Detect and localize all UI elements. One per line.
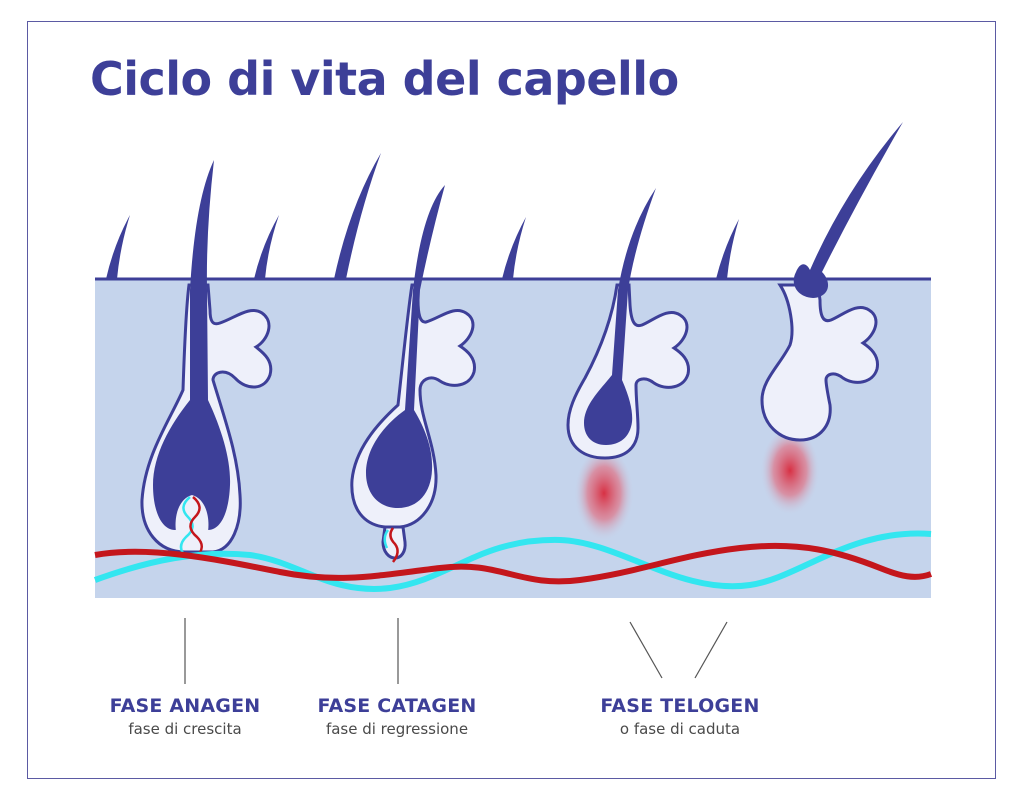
anagen-capillary-red <box>189 496 203 558</box>
phase-description: fase di regressione <box>325 720 469 738</box>
telogen-shed-hair <box>793 122 903 298</box>
blood-vessel <box>94 542 933 585</box>
surface-hair <box>106 215 130 279</box>
surface-hairs <box>106 153 739 279</box>
telogen-red-glow <box>574 450 634 546</box>
telogen-red-glow <box>760 430 820 520</box>
diagram-frame <box>27 21 996 779</box>
surface-hair <box>502 217 526 279</box>
telogen-follicle-early <box>566 188 690 546</box>
lymph-vessel <box>93 530 932 592</box>
phase-label-catagen: FASE CATAGEN fase di regressione <box>317 694 476 740</box>
phase-label-anagen: FASE ANAGEN fase di crescita <box>110 694 261 740</box>
telogen-follicle-sheath-2 <box>760 283 879 442</box>
telogen-pointer-line-left <box>629 621 663 679</box>
phase-name: FASE TELOGEN <box>600 695 760 717</box>
telogen-pointer-line-right <box>694 621 728 679</box>
catagen-hair-shaft <box>366 185 445 508</box>
surface-hair <box>254 215 279 279</box>
phase-description: o fase di caduta <box>619 720 741 738</box>
telogen-follicle-shedding <box>760 122 903 520</box>
catagen-capillary-blue <box>383 529 390 549</box>
catagen-capillary-red <box>389 527 399 563</box>
catagen-follicle <box>350 185 476 563</box>
surface-hair <box>716 219 739 279</box>
anagen-capillary-blue <box>179 496 194 558</box>
diagram-title: Ciclo di vita del capello <box>90 52 679 106</box>
anagen-hair-shaft <box>153 160 231 530</box>
anagen-follicle <box>140 160 273 558</box>
phase-label-telogen: FASE TELOGEN o fase di caduta <box>600 694 759 740</box>
telogen-hair-shaft-1 <box>584 188 656 445</box>
phase-name: FASE ANAGEN <box>109 695 261 717</box>
surface-hair <box>334 153 381 279</box>
phase-name: FASE CATAGEN <box>317 695 477 717</box>
phase-description: fase di crescita <box>128 720 242 738</box>
